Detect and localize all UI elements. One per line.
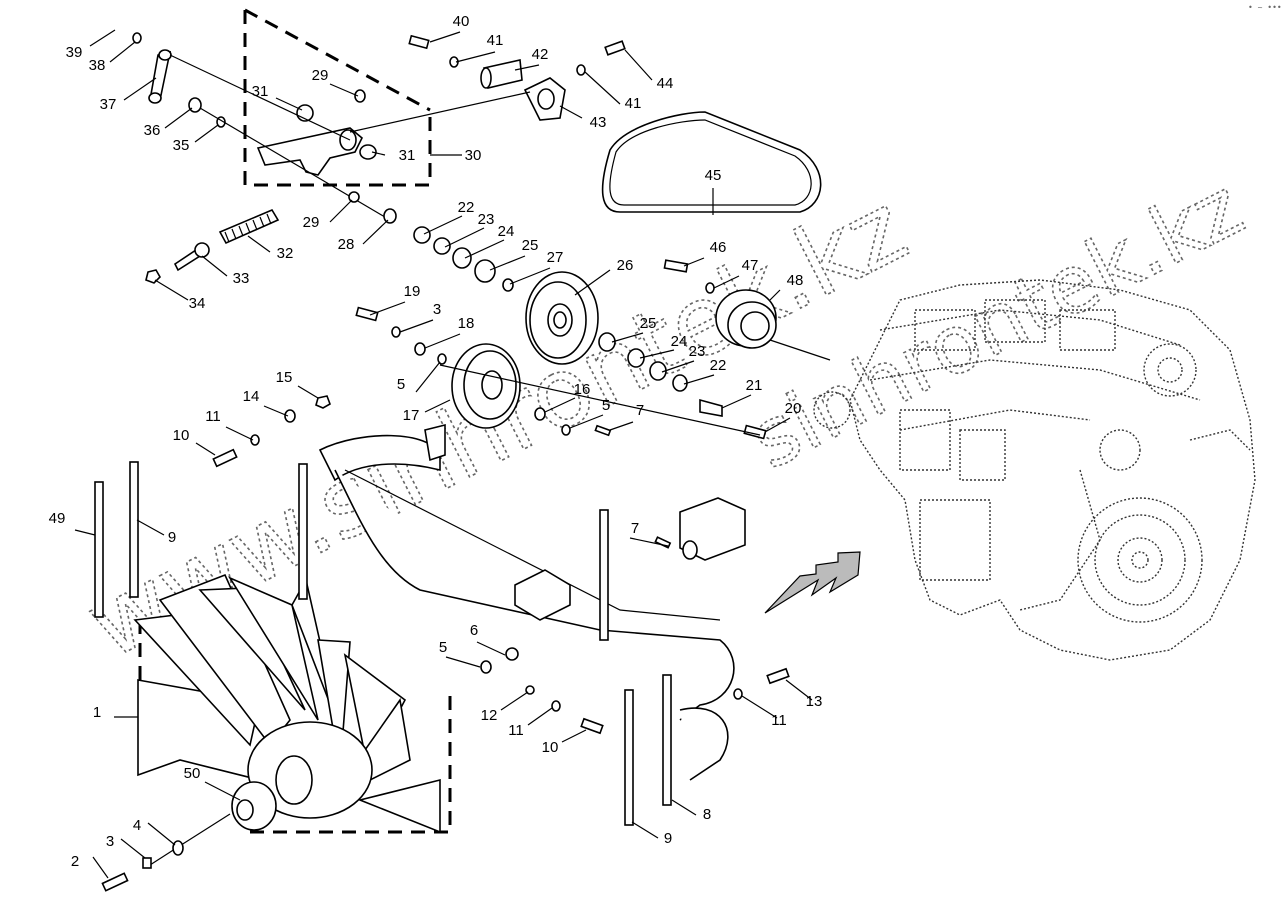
drive-belt [601, 111, 822, 213]
callout-25: 25 [640, 315, 657, 332]
callout-50: 50 [184, 765, 201, 782]
callout-9: 9 [664, 830, 672, 847]
callout-28: 28 [338, 236, 355, 253]
callout-6: 6 [470, 622, 478, 639]
callout-3: 3 [433, 301, 441, 318]
callout-10: 10 [542, 739, 559, 756]
callout-43: 43 [590, 114, 607, 131]
callout-2: 2 [71, 853, 79, 870]
callout-11: 11 [205, 408, 221, 425]
fan [101, 573, 452, 892]
callout-17: 17 [403, 407, 420, 424]
callout-39: 39 [66, 44, 83, 61]
callout-34: 34 [189, 295, 206, 312]
corner-mark: • ~ ••• [1248, 3, 1282, 12]
callout-5: 5 [439, 639, 447, 656]
callout-7: 7 [636, 402, 644, 419]
callout-19: 19 [404, 283, 421, 300]
callout-14: 14 [243, 388, 260, 405]
callout-22: 22 [710, 357, 727, 374]
callout-32: 32 [277, 245, 294, 262]
callout-12: 12 [481, 707, 498, 724]
callout-4: 4 [133, 817, 141, 834]
callout-5: 5 [397, 376, 405, 393]
callout-26: 26 [617, 257, 634, 274]
frame-hardware [212, 395, 790, 735]
callout-35: 35 [173, 137, 190, 154]
callout-48: 48 [787, 272, 804, 289]
callout-16: 16 [574, 381, 591, 398]
callout-8: 8 [703, 806, 711, 823]
engine-block [813, 279, 1256, 661]
callout-10: 10 [173, 427, 190, 444]
direction-arrow [764, 551, 861, 614]
callout-31: 31 [252, 83, 269, 100]
callout-30: 30 [465, 147, 482, 164]
callout-15: 15 [276, 369, 293, 386]
callout-46: 46 [710, 239, 727, 256]
callout-9: 9 [168, 529, 176, 546]
callout-27: 27 [547, 249, 564, 266]
fan-frame [94, 423, 746, 826]
callout-5: 5 [602, 397, 610, 414]
callout-40: 40 [453, 13, 470, 30]
callout-29: 29 [312, 67, 329, 84]
callout-25: 25 [522, 237, 539, 254]
callout-22: 22 [458, 199, 475, 216]
callout-21: 21 [746, 377, 763, 394]
callout-1: 1 [93, 704, 101, 721]
callout-42: 42 [532, 46, 549, 63]
pulley-large [525, 271, 599, 365]
callout-41: 41 [625, 95, 642, 112]
callout-49: 49 [49, 510, 66, 527]
callout-3: 3 [106, 833, 114, 850]
crank-pulley [663, 259, 831, 361]
callout-33: 33 [233, 270, 250, 287]
callout-47: 47 [742, 257, 759, 274]
leader-lines [74, 29, 813, 879]
callout-24: 24 [498, 223, 515, 240]
callout-38: 38 [89, 57, 106, 74]
pulley-small [355, 306, 767, 440]
callout-13: 13 [806, 693, 823, 710]
callout-23: 23 [478, 211, 495, 228]
spring-assembly [145, 208, 280, 284]
bearing-stack-upper [348, 191, 514, 292]
callout-20: 20 [785, 400, 802, 417]
idler-bracket [349, 34, 626, 133]
callout-23: 23 [689, 343, 706, 360]
callout-7: 7 [631, 520, 639, 537]
callout-29: 29 [303, 214, 320, 231]
callout-11: 11 [771, 712, 787, 729]
callout-36: 36 [144, 122, 161, 139]
callout-44: 44 [657, 75, 674, 92]
callout-18: 18 [458, 315, 475, 332]
callout-24: 24 [671, 333, 688, 350]
callout-31: 31 [399, 147, 416, 164]
callout-41: 41 [487, 32, 504, 49]
callout-11: 11 [508, 722, 524, 739]
callout-45: 45 [705, 167, 722, 184]
callout-37: 37 [100, 96, 117, 113]
